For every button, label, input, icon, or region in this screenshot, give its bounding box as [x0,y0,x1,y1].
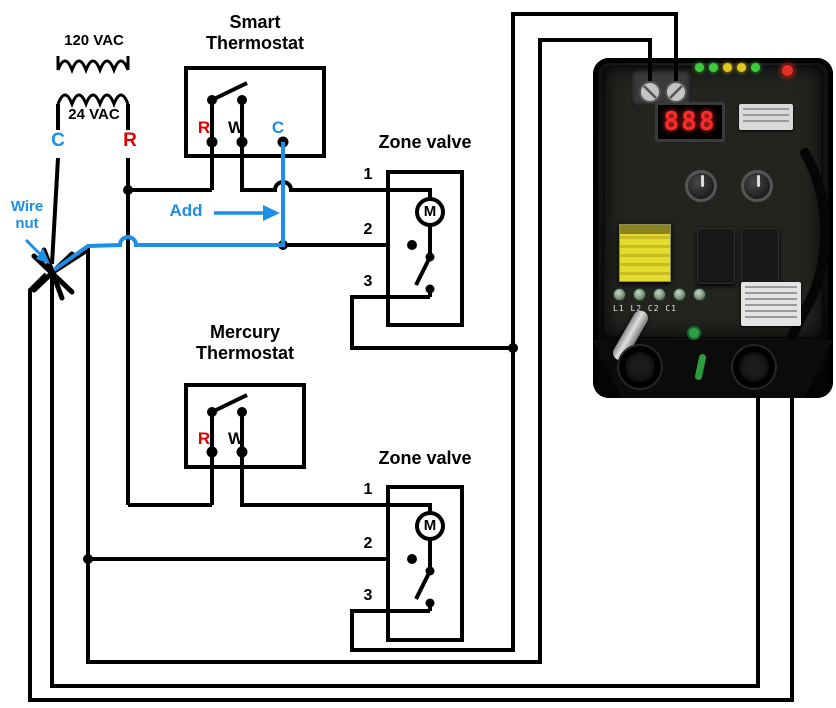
valve2-t3-internal [388,603,432,613]
conduit-knockout [733,346,775,388]
smart-switch-blade [211,81,248,102]
add-arrow-head [263,205,280,221]
aquastat-screw-terminals [639,81,687,103]
wire-mercury-w-to-valve2 [240,452,388,507]
smart-w-terminal-label: W [227,118,245,137]
temp-adjust-knob-1 [685,170,717,202]
relay-block [741,228,779,284]
conduit-knockout [619,346,661,388]
transformer-secondary-label: 24 VAC [68,106,120,123]
mercury-r-terminal-label: R [197,429,211,448]
add-annotation: Add [169,201,203,220]
ground-screw [687,326,701,340]
screw-slot [669,85,683,99]
valve1-t1-internal [388,188,432,199]
zone-valve-2-title: Zone valve [378,448,472,468]
wire-valve1-t3 [350,295,513,350]
smart-thermostat-symbol [184,66,326,158]
wire-nut-annotation: Wire nut [10,198,44,233]
smart-thermostat-title: Smart Thermostat [205,12,304,53]
junction-dots [83,95,518,608]
black-wires [28,12,794,702]
transformer-symbol [56,56,130,130]
secondary-stubs [56,104,130,130]
terminal-screw [693,288,706,301]
terminal-screw [673,288,686,301]
status-leds [695,63,760,72]
mercury-switch-blade [211,393,248,414]
primary-coil [56,59,130,75]
aquastat-control: 888 L1 L2 C2 C1 [593,58,833,398]
zone-valve-1-title: Zone valve [378,132,472,152]
wire-common-trunk-to-screw [52,38,652,664]
wire-nut-arrow [24,238,50,264]
valve2-terminal-3-label: 3 [363,587,373,604]
transformer-r-terminal-label: R [123,130,137,151]
internal-transformer [619,224,671,282]
valve2-endswitch-blade [414,570,432,600]
valve1-terminal-1-label: 1 [363,166,373,183]
smart-switch-legs [210,100,244,142]
mercury-thermostat-box [184,383,306,469]
smart-r-terminal-label: R [197,118,211,137]
added-c-wire [52,142,285,272]
smart-thermostat-box [184,66,326,158]
wire-nut-to-control-a [50,276,760,688]
display-digits: 888 [663,107,717,137]
yellow-led [737,63,746,72]
transformer-c-terminal-label: C [51,130,65,151]
wire-nut-to-control-b [28,272,794,702]
mercury-thermostat-title: Mercury Thermostat [195,322,294,363]
zone-valve-1-symbol [386,170,464,327]
zone-valve-2-box [386,485,464,642]
wire-endswitch-trunk [350,12,678,652]
valve2-motor-label: M [423,517,437,534]
zone-valve-2-symbol [386,485,464,642]
terminal-screw [633,288,646,301]
blue-c-wire-path [52,142,285,272]
mercury-w-terminal-label: W [227,429,245,448]
wire-nut-arrow-head [36,248,50,264]
terminal-screw [653,288,666,301]
terminal-strip-labels: L1 L2 C2 C1 [613,304,677,313]
screw-slot [643,85,657,99]
valve1-terminal-2-label: 2 [363,221,373,238]
secondary-coil [56,93,130,109]
transformer-primary-label: 120 VAC [64,32,124,49]
knob-pointer [757,175,760,187]
valve2-terminal-1-label: 1 [363,481,373,498]
sticker-text-lines [745,286,797,322]
smart-c-terminal-label: C [271,118,285,137]
knob-pointer [701,175,704,187]
mercury-thermostat-symbol [184,383,306,469]
add-arrow [214,205,280,221]
zone-valve-1-box [386,170,464,327]
digital-display: 888 [655,102,725,142]
relay-block [697,228,735,284]
mercury-switch-legs [210,412,244,452]
yellow-led [723,63,732,72]
valve2-t1-internal [388,503,432,513]
relay-blocks [697,228,779,284]
green-led [695,63,704,72]
valve1-endswitch-blade [414,256,432,286]
wire-c-to-nut [50,157,60,265]
valve1-motor-label: M [423,203,437,220]
label-sticker-bottom [741,282,801,326]
line-terminal-screws [613,288,706,301]
sticker-text-lines [743,108,789,126]
green-led [709,63,718,72]
terminal-screw [613,288,626,301]
valve1-terminal-3-label: 3 [363,273,373,290]
temp-adjust-knob-2 [741,170,773,202]
green-led [751,63,760,72]
valve2-terminal-2-label: 2 [363,535,373,552]
valve1-t3-internal [388,289,432,299]
label-sticker-top [739,104,793,130]
red-indicator-led [781,64,794,77]
wire-nut-arrow-shaft [24,238,42,256]
transformer-band [620,225,670,234]
